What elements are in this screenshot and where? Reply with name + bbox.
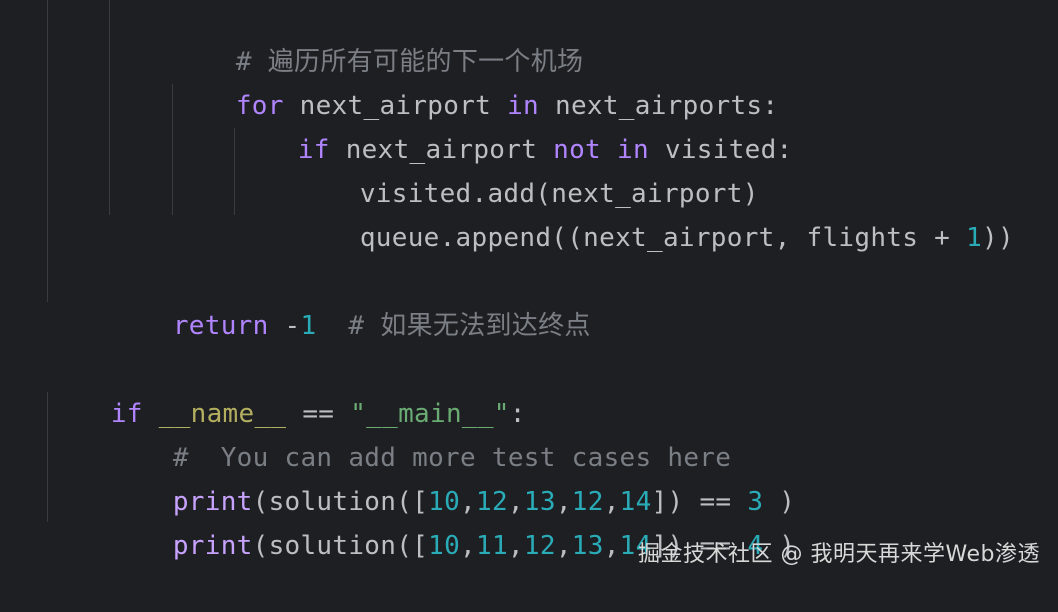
indent-guide: [47, 0, 48, 302]
call-close: ]) ==: [651, 531, 748, 561]
keyword-for: for: [235, 91, 284, 121]
code-line-7[interactable]: if __name__ == "__main__":: [47, 348, 526, 429]
number-literal: 1: [300, 311, 317, 341]
comment: # 遍历所有可能的下一个机场: [235, 47, 584, 77]
builtin-print: print: [172, 531, 253, 561]
comma: ,: [460, 487, 476, 517]
comment: # You can add more test cases here: [172, 443, 732, 473]
code-line-10[interactable]: print(solution([10,11,12,13,14]) == 4 ): [109, 480, 795, 561]
keyword-return: return: [172, 311, 269, 341]
identifier: next_airport: [345, 135, 538, 165]
comment: # 如果无法到达终点: [348, 311, 591, 341]
indent-guide: [47, 392, 48, 522]
call-open: (solution([: [252, 531, 429, 561]
number-literal: 3: [747, 487, 764, 517]
comma: ,: [555, 531, 572, 561]
number-literal: 13: [523, 487, 556, 517]
call-open: (solution([: [252, 487, 429, 517]
number-literal: 13: [571, 531, 604, 561]
indent-guide: [234, 128, 235, 215]
comma: ,: [555, 487, 572, 517]
code-editor[interactable]: # 遍历所有可能的下一个机场 for next_airport in next_…: [0, 0, 1058, 582]
keyword-not: not: [553, 135, 602, 165]
operator: -: [284, 311, 301, 341]
keyword-if: if: [110, 399, 143, 429]
identifier: visited:: [664, 135, 793, 165]
code-line-1[interactable]: # 遍历所有可能的下一个机场: [172, 0, 583, 77]
code-line-2[interactable]: for next_airport in next_airports:: [172, 40, 778, 121]
code-line-3[interactable]: if next_airport not in visited:: [234, 84, 793, 165]
statement: visited.add(next_airport): [359, 179, 759, 209]
string-literal: "__main__": [350, 399, 510, 429]
paren: ): [763, 531, 796, 561]
operator: ==: [302, 399, 335, 429]
comma: ,: [603, 487, 620, 517]
number-literal: 14: [619, 487, 652, 517]
comma: ,: [507, 531, 524, 561]
number-literal: 10: [428, 487, 461, 517]
identifier: next_airport: [299, 91, 492, 121]
identifier: next_airports:: [554, 91, 779, 121]
number-literal: 12: [571, 487, 604, 517]
code-line-6[interactable]: return -1 # 如果无法到达终点: [109, 260, 591, 341]
paren: )): [982, 223, 1014, 253]
statement: queue.append((next_airport, flights +: [359, 223, 967, 253]
keyword-in: in: [507, 91, 540, 121]
keyword-if: if: [297, 135, 330, 165]
number-literal: 11: [476, 531, 508, 561]
watermark: 掘金技术社区 @ 我明天再来学Web渗透: [638, 542, 1040, 567]
keyword-in: in: [616, 135, 649, 165]
call-close: ]) ==: [651, 487, 748, 517]
paren: ): [763, 487, 796, 517]
number-literal: 12: [523, 531, 556, 561]
number-literal: 10: [428, 531, 461, 561]
indent-guide: [172, 84, 173, 215]
indent-guide: [109, 0, 110, 215]
colon: :: [509, 399, 526, 429]
dunder-name: __name__: [158, 399, 287, 429]
code-line-5[interactable]: queue.append((next_airport, flights + 1)…: [296, 172, 1014, 253]
number-literal: 14: [619, 531, 652, 561]
builtin-print: print: [172, 487, 253, 517]
number-literal: 12: [476, 487, 508, 517]
number-literal: 4: [747, 531, 764, 561]
code-line-4[interactable]: visited.add(next_airport): [296, 128, 759, 209]
code-line-8[interactable]: # You can add more test cases here: [109, 392, 731, 473]
comma: ,: [460, 531, 476, 561]
code-line-9[interactable]: print(solution([10,12,13,12,14]) == 3 ): [109, 436, 795, 517]
number-literal: 1: [966, 223, 983, 253]
comma: ,: [507, 487, 524, 517]
comma: ,: [603, 531, 620, 561]
